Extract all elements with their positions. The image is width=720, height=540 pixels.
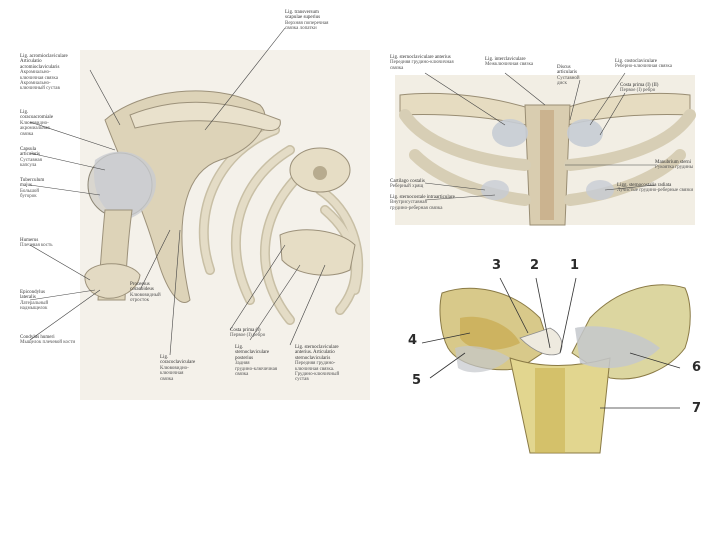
- callout-number-5: 5: [412, 373, 422, 388]
- label-rt-costa-prima: Costa prima (I) (II) Первое (I) ребро: [620, 83, 659, 94]
- label-lig-coracoclaviculare: Lig.coracoclaviculare Клювовидно-ключичн…: [160, 355, 196, 382]
- shoulder-girdle-illustration: [29, 27, 370, 400]
- sternoclavicular-figure: Lig. sternoclaviculare anterius Передняя…: [385, 55, 715, 230]
- label-rt-lig-interclaviculare: Lig. interclaviculare Межключичная связк…: [485, 57, 534, 68]
- label-rt-lig-costoclaviculare: Lig. costoclaviculare Реберно-ключичная …: [615, 59, 672, 70]
- callout-number-1: 1: [570, 258, 580, 273]
- label-rt-ligg-sternocostalia: Ligg. sternocostalia radiata Лучистые гр…: [617, 183, 694, 194]
- callout-number-6: 6: [692, 360, 702, 375]
- label-rt-manubrium-sterni: Manubrium sterni Рукоятка грудины: [655, 160, 694, 171]
- joint-section-illustration: [421, 277, 691, 454]
- label-rt-lig-sternocostale-intraarticulare: Lig. sternocostale intraarticulare Внутр…: [390, 195, 455, 211]
- callout-number-3: 3: [492, 258, 502, 273]
- callout-number-4: 4: [408, 333, 418, 348]
- callout-number-7: 7: [692, 401, 702, 416]
- callout-number-2: 2: [530, 258, 540, 273]
- label-humerus: Humerus Плечевая кость: [20, 238, 53, 249]
- label-rt-cartilago-costalis: Cartilago costalis Реберный хрящ: [390, 179, 425, 190]
- label-condylus-humeri: Condylus humeri Мыщелок плечевой кости: [20, 335, 76, 346]
- joint-section-figure: 1 2 3 4 5 6 7: [400, 258, 715, 458]
- rib-tag: (II): [651, 83, 659, 88]
- label-lig-coracoacromiale: Lig.coracoacromiale Клювовидно-акромиаль…: [20, 110, 54, 137]
- sternoclavicular-illustration: [395, 72, 696, 226]
- label-rt-lig-sternoclaviculare-anterius: Lig. sternoclaviculare anterius Передняя…: [390, 55, 454, 71]
- label-costa-prima-left: Costa prima (I) Первое (I) ребро: [230, 328, 266, 339]
